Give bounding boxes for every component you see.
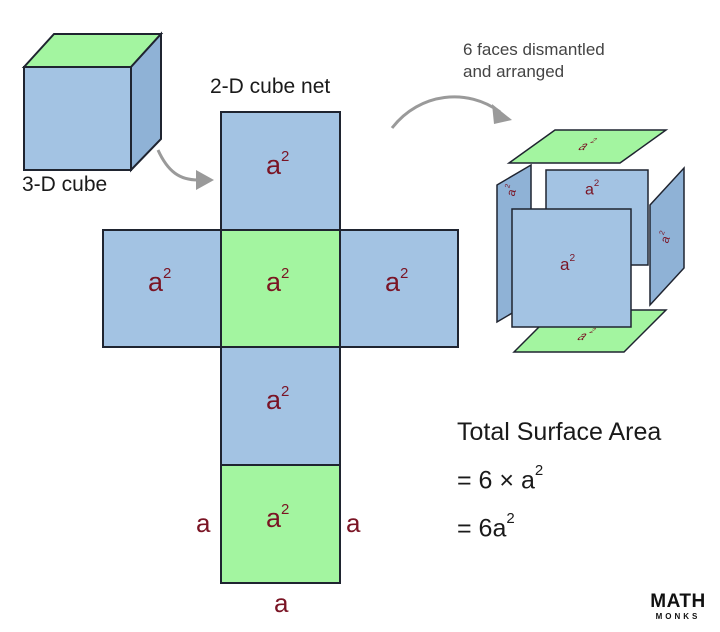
side-label-bottom: a bbox=[274, 588, 289, 618]
cube-3d bbox=[21, 31, 164, 173]
face-label-bottom: a2 bbox=[266, 501, 290, 533]
dismantled-label-line1: 6 faces dismantled bbox=[463, 40, 605, 59]
net-face-bottom bbox=[220, 464, 341, 584]
net-face-right bbox=[339, 229, 459, 348]
formula-title: Total Surface Area bbox=[457, 418, 662, 446]
dismantled-top-face bbox=[506, 129, 669, 164]
side-label-right: a bbox=[346, 508, 361, 538]
dismantled-cube bbox=[496, 129, 685, 353]
cube-3d-label: 3-D cube bbox=[22, 173, 108, 196]
face-label-lower: a2 bbox=[266, 383, 290, 415]
face-label-right: a2 bbox=[385, 265, 409, 297]
dismantled-back-label: a2 bbox=[585, 178, 600, 199]
formula-line2: = 6a2 bbox=[457, 510, 515, 543]
math-monks-logo: MATH MONKS bbox=[643, 592, 713, 622]
net-face-top bbox=[220, 111, 341, 231]
cube-net-label: 2-D cube net bbox=[210, 75, 331, 98]
arrow-to-net bbox=[156, 149, 214, 190]
dismantled-label-line2: and arranged bbox=[463, 62, 565, 81]
dismantled-front-label: a2 bbox=[560, 253, 576, 274]
face-label-top: a2 bbox=[266, 148, 290, 180]
cube-net bbox=[102, 111, 459, 584]
net-face-lower bbox=[220, 346, 341, 466]
arrow-to-dismantled bbox=[390, 95, 512, 129]
logo-subtext: MONKS bbox=[655, 612, 701, 621]
logo-wordmark: MATH bbox=[650, 591, 706, 612]
formula-line1: = 6 × a2 bbox=[457, 462, 544, 495]
side-label-left: a bbox=[196, 508, 211, 538]
face-label-left: a2 bbox=[148, 265, 172, 297]
net-face-left bbox=[102, 229, 222, 348]
dismantled-right-face bbox=[649, 166, 685, 307]
dismantled-front-face bbox=[511, 208, 632, 328]
cube-front-face bbox=[23, 66, 132, 171]
face-label-center: a2 bbox=[266, 265, 290, 297]
